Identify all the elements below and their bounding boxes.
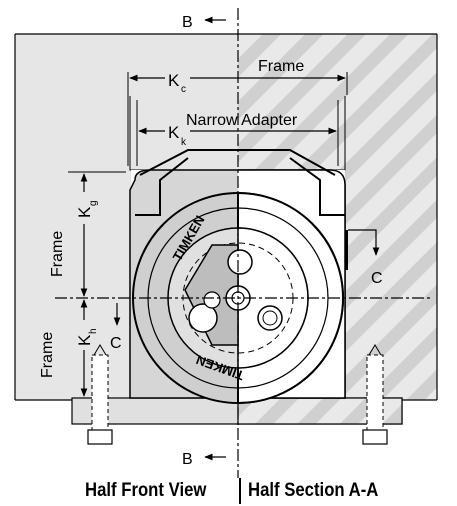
section-b-top-label: B xyxy=(182,14,193,31)
bolt-right xyxy=(362,344,388,445)
dim-kk-main: K xyxy=(168,123,180,142)
dimension-kh: K h Frame xyxy=(39,299,99,397)
narrow-adapter-label: Narrow Adapter xyxy=(186,112,298,129)
section-marker-b-bottom: B xyxy=(182,451,226,468)
section-marker-c-left: C xyxy=(110,303,122,352)
dim-kg-main: K xyxy=(75,206,94,218)
section-marker-c-right: C xyxy=(348,229,383,287)
dim-kc-main: K xyxy=(168,71,180,90)
dim-kh-sub: h xyxy=(88,328,99,334)
section-b-bottom-label: B xyxy=(182,451,193,468)
dimension-kg: K g Frame xyxy=(49,171,126,297)
centerlines xyxy=(55,8,430,478)
dim-kk-sub: k xyxy=(181,137,187,148)
dimension-kc: K c Frame xyxy=(127,58,348,166)
caption-divider xyxy=(239,478,241,504)
dim-kg-sub: g xyxy=(88,200,99,206)
caption-half-section: Half Section A-A xyxy=(248,480,379,501)
frame-left-lower-label: Frame xyxy=(39,332,56,378)
dim-kh-main: K xyxy=(75,334,94,346)
frame-top-label: Frame xyxy=(258,58,304,75)
dim-kc-sub: c xyxy=(181,84,186,95)
bolt-left xyxy=(87,344,113,445)
section-c-right-label: C xyxy=(371,270,383,287)
frame-left-upper-label: Frame xyxy=(49,231,66,277)
dimension-kk: K k Narrow Adapter xyxy=(136,100,339,166)
section-marker-b-top: B xyxy=(182,14,226,31)
caption-half-front-view: Half Front View xyxy=(85,480,207,501)
section-c-left-label: C xyxy=(110,335,122,352)
